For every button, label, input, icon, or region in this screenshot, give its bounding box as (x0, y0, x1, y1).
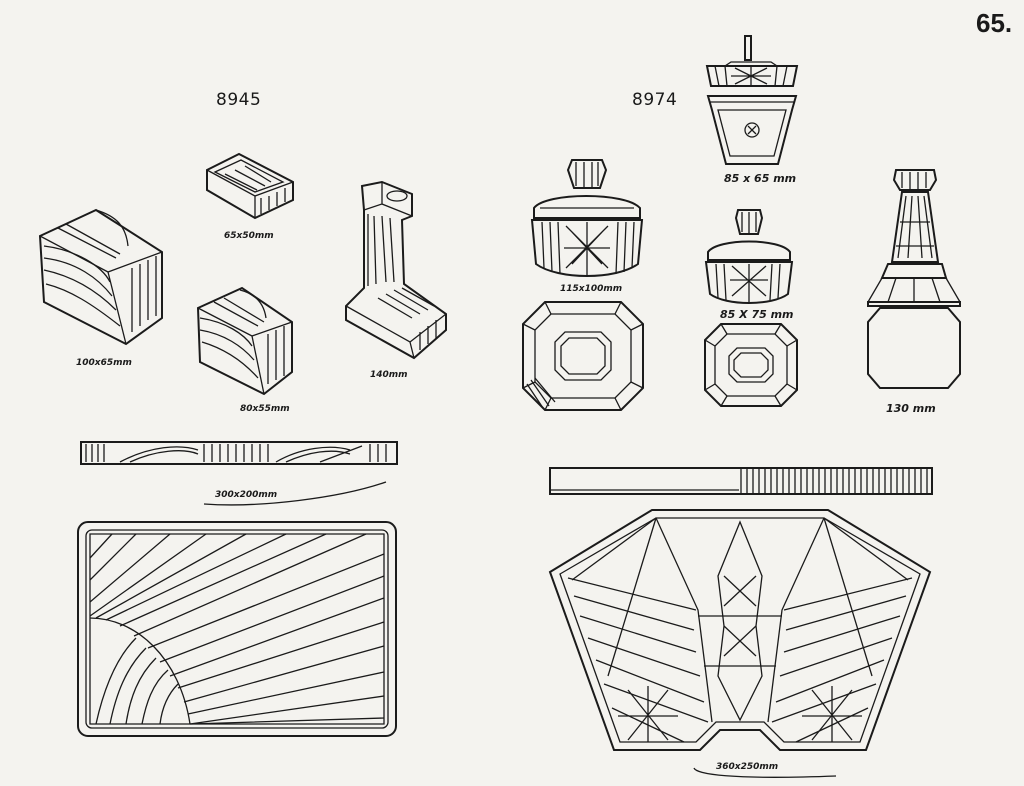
dimension-large-box: 100x65mm (76, 358, 132, 368)
octagonal-top-view-small (703, 322, 799, 408)
covered-jar-small-drawing (702, 208, 796, 304)
covered-jar-large-drawing (526, 156, 648, 280)
small-tray-drawing (205, 152, 295, 220)
handwritten-stroke-2 (690, 766, 840, 782)
handwritten-stroke (200, 480, 390, 510)
hexagonal-tray-drawing (548, 506, 932, 754)
octagonal-top-view-large (521, 300, 645, 412)
dimension-medium-box: 80x55mm (240, 404, 290, 414)
page-number: 65. (976, 8, 1013, 38)
set-code-8945: 8945 (216, 90, 262, 110)
hex-tray-side-profile (549, 466, 933, 496)
dimension-tray: 300x200mm (215, 490, 278, 500)
basket-body-drawing (706, 92, 798, 166)
set-code-8974: 8974 (632, 90, 678, 110)
dimension-covered-jar-large: 115x100mm (560, 284, 623, 294)
dimension-candlestick: 140mm (370, 370, 408, 380)
dimension-hexagonal-tray: 360x250mm (716, 762, 779, 772)
basket-lid-drawing (705, 34, 799, 88)
atomizer-bottle-drawing (866, 166, 962, 392)
dimension-atomizer: 130 mm (886, 402, 936, 415)
large-box-drawing (36, 206, 166, 346)
medium-box-drawing (194, 284, 296, 396)
tray-side-profile (80, 440, 398, 466)
dimension-covered-jar-small: 85 X 75 mm (720, 308, 794, 321)
dimension-small-tray: 65x50mm (224, 231, 274, 241)
rectangular-tray-drawing (76, 518, 400, 740)
candlestick-drawing (342, 180, 450, 360)
dimension-basket: 85 x 65 mm (724, 172, 797, 185)
